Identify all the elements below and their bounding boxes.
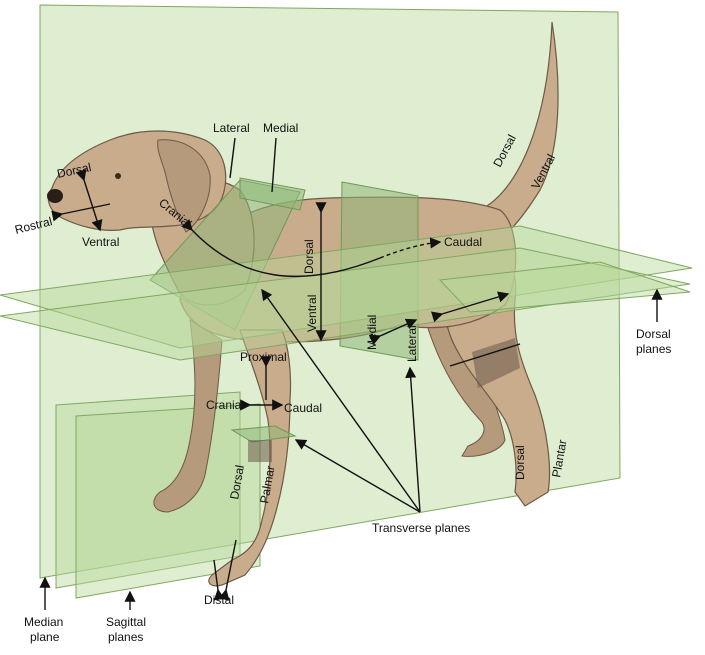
body-caudal-arrow	[379, 237, 442, 259]
caption-sagittal-planes-1: Sagittal	[106, 615, 146, 629]
label-medial-leg: Medial	[365, 315, 379, 350]
dog-eye	[115, 173, 121, 179]
label-ventral-head: Ventral	[82, 235, 119, 249]
label-caudal-body: Caudal	[444, 235, 482, 249]
label-ventral-body: Ventral	[305, 295, 319, 332]
distal-arrow-1	[218, 539, 237, 601]
transverse-plane-neck-top	[239, 177, 306, 211]
leg-mediolateral-arrow	[368, 318, 418, 346]
caption-transverse-planes: Transverse planes	[372, 521, 470, 535]
label-distal: Distal	[204, 593, 234, 607]
label-dorsal-hindleg: Dorsal	[513, 445, 527, 480]
caption-sagittal-planes-2: planes	[108, 630, 143, 644]
dog-foreleg-far	[153, 319, 223, 513]
hindleg-cuff	[472, 338, 520, 388]
caption-dorsal-planes-1: Dorsal	[636, 327, 671, 341]
foreleg-cuff	[248, 440, 272, 462]
medial-pointer	[271, 137, 277, 193]
label-dorsal-foreleg: Dorsal	[227, 464, 247, 501]
dog-ear	[157, 139, 211, 233]
caption-median-plane-1: Median	[24, 615, 63, 629]
body-cranial-arrow	[181, 219, 381, 278]
dog-tail	[479, 21, 559, 245]
transverse-pointer-foreleg	[294, 439, 421, 513]
distal-arrow-2	[213, 559, 225, 601]
caption-dorsal-planes-2: planes	[636, 342, 671, 356]
label-palmar: Palmar	[257, 465, 277, 505]
hindleg-arrow	[430, 291, 510, 323]
dorsal-plane-2	[0, 247, 691, 361]
dog-nose	[47, 189, 63, 203]
caption-median-plane-2: plane	[30, 630, 60, 644]
label-medial: Medial	[263, 121, 298, 135]
lateral-pointer	[229, 137, 236, 179]
label-cranial-leg: Cranial	[206, 398, 244, 412]
label-dorsal-body: Dorsal	[302, 239, 316, 274]
label-plantar: Plantar	[549, 439, 569, 479]
head-rostral-arrow	[51, 203, 111, 222]
transverse-pointer-neck	[261, 288, 421, 513]
label-lateral-leg: Lateral	[405, 325, 419, 362]
label-proximal: Proximal	[240, 350, 287, 364]
label-caudal-leg: Caudal	[284, 401, 322, 415]
label-lateral: Lateral	[213, 121, 250, 135]
transverse-plane-trunk	[339, 181, 419, 361]
head-dorsoventral-arrow	[75, 168, 103, 232]
transverse-plane-foreleg	[230, 425, 297, 443]
transverse-pointer-trunk	[405, 366, 421, 513]
dorsal-plane-1	[0, 225, 693, 349]
hindleg-cuff-line	[449, 343, 521, 367]
